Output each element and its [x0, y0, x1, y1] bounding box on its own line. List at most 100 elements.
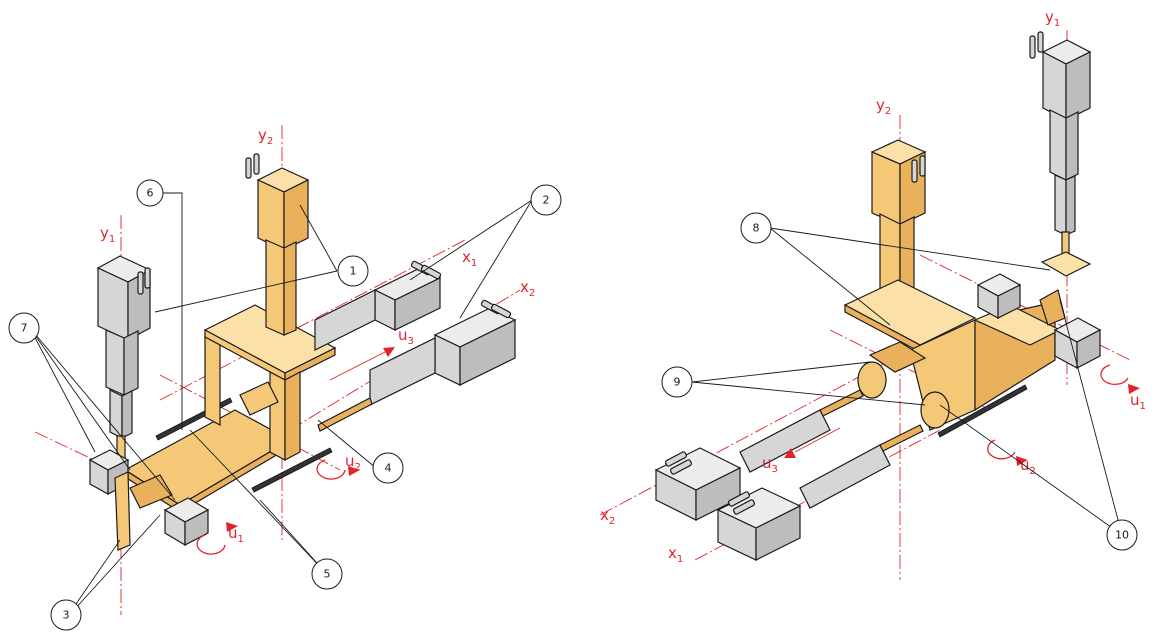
left-frame-inner-gear	[239, 381, 279, 416]
left-u3-arrow-head	[383, 347, 395, 357]
right-u2-rotation-head	[1016, 456, 1028, 466]
left-y1-column-side	[123, 330, 139, 396]
right-u3-arrow-shaft	[794, 427, 841, 453]
left-y1-column-lower-side	[121, 390, 133, 439]
left-y2-motor-side	[283, 179, 309, 251]
left-x1-shaft-block	[314, 289, 376, 351]
left-rail-front	[251, 447, 333, 493]
svg-text:6: 6	[147, 187, 154, 200]
right-y1-motor-front	[1042, 51, 1067, 121]
left-y1-connector-1	[137, 271, 144, 295]
right-y2-connector-2	[919, 155, 926, 177]
right-y1-motor-side	[1065, 51, 1091, 121]
right-u3-arrow-head	[784, 448, 796, 458]
right-x2-shaft-block	[739, 409, 831, 473]
right-x2-connector-2	[669, 459, 693, 475]
svg-text:10: 10	[1115, 529, 1129, 542]
left-leader-5b	[189, 429, 328, 575]
left-u2-rotation-arc	[316, 459, 346, 480]
right-label-u1: u1	[1130, 391, 1146, 412]
right-y2-motor-side	[899, 151, 926, 226]
right-view: y1 y2 x2 x1 u3 u2 u1 8 9 10	[599, 8, 1146, 580]
right-label-x2: x2	[600, 506, 615, 527]
left-view: y1 y2 x1 x2 u3 u2 u1 1 2 3 4 5 6 7	[8, 125, 562, 631]
right-x1-shaft-block	[799, 444, 891, 509]
left-label-y1: y1	[100, 224, 115, 245]
right-back-cube-side	[997, 284, 1021, 319]
right-callout-8: 8	[740, 212, 772, 244]
right-gear-right	[920, 391, 950, 429]
left-y2-column-front	[265, 239, 285, 336]
left-label-y2: y2	[258, 126, 273, 147]
left-y1-connector-2	[144, 267, 151, 289]
left-frame-side-edge	[284, 347, 336, 381]
left-leader-1b	[154, 270, 338, 313]
right-label-y2: y2	[876, 96, 891, 117]
left-callout-4: 4	[372, 452, 404, 484]
left-label-u2: u2	[345, 452, 361, 473]
right-leader-10a	[1059, 299, 1123, 536]
svg-text:9: 9	[674, 376, 681, 389]
right-x1-connector-2	[732, 499, 756, 515]
svg-text:2: 2	[543, 194, 550, 207]
right-y1-rod	[1061, 231, 1070, 255]
right-gear-left	[857, 361, 887, 399]
left-frame-leg-right-side	[284, 371, 301, 461]
left-frame-leg-right	[269, 371, 286, 461]
right-y2-motor-front	[871, 151, 901, 226]
right-y1-column-lower-front	[1054, 174, 1067, 236]
left-label-u1: u1	[228, 524, 244, 545]
left-y2-column-side	[283, 241, 297, 336]
left-frame-leg-left	[204, 336, 221, 426]
right-leader-9b	[691, 381, 926, 406]
right-x2-connector-1	[664, 451, 688, 467]
right-callout-10: 10	[1106, 519, 1138, 551]
left-leader-1a	[299, 204, 338, 272]
right-leader-8a	[769, 227, 1051, 271]
left-callout-2: 2	[530, 184, 562, 216]
right-label-y1: y1	[1045, 8, 1060, 29]
right-y1-connector-2	[1037, 31, 1044, 53]
left-y1-column-lower-front	[109, 389, 123, 439]
left-x2-shaft	[317, 397, 373, 432]
left-label-x2: x2	[520, 278, 535, 299]
left-x2-connector-2	[490, 303, 512, 319]
left-y2-motor-front	[257, 179, 285, 251]
left-leader-2a	[409, 199, 533, 281]
left-x2-shaft-block	[369, 337, 436, 406]
right-y1-connector-1	[1029, 35, 1036, 59]
right-y1-column-lower-side	[1065, 175, 1076, 236]
right-axis-x2	[599, 354, 901, 516]
left-u1-rotation-head	[226, 522, 238, 532]
svg-text:8: 8	[753, 222, 760, 235]
left-u1-rotation-arc	[196, 534, 226, 555]
left-u2-rotation-head	[348, 466, 360, 476]
left-leader-3a	[64, 514, 161, 621]
left-callout-7: 7	[8, 312, 40, 344]
svg-text:1: 1	[350, 265, 357, 278]
right-leader-9a	[691, 361, 871, 383]
left-y2-connector-1	[245, 157, 252, 179]
left-callout-1: 1	[337, 255, 369, 287]
right-y1-flange	[1040, 251, 1092, 277]
right-central-gear	[868, 341, 927, 373]
right-callout-9: 9	[661, 366, 693, 398]
right-u1-rotation-arc	[1100, 364, 1129, 385]
left-callout-6: 6	[136, 179, 164, 207]
left-x2-motor-side	[459, 319, 516, 386]
left-y2-connector-2	[253, 153, 260, 175]
right-rail-front	[937, 384, 1028, 438]
left-leader-7a	[29, 327, 96, 453]
right-leader-10b	[939, 404, 1123, 536]
right-x2-shaft	[819, 389, 864, 417]
left-y1-clamp	[129, 474, 173, 509]
left-label-x1: x1	[462, 248, 477, 269]
left-u3-arrow-shaft	[329, 351, 386, 381]
svg-text:7: 7	[21, 322, 28, 335]
left-callout-5: 5	[311, 558, 343, 590]
right-u1-rotation-head	[1128, 384, 1140, 394]
svg-text:3: 3	[63, 609, 70, 622]
right-axis-horizontal	[919, 254, 1131, 361]
